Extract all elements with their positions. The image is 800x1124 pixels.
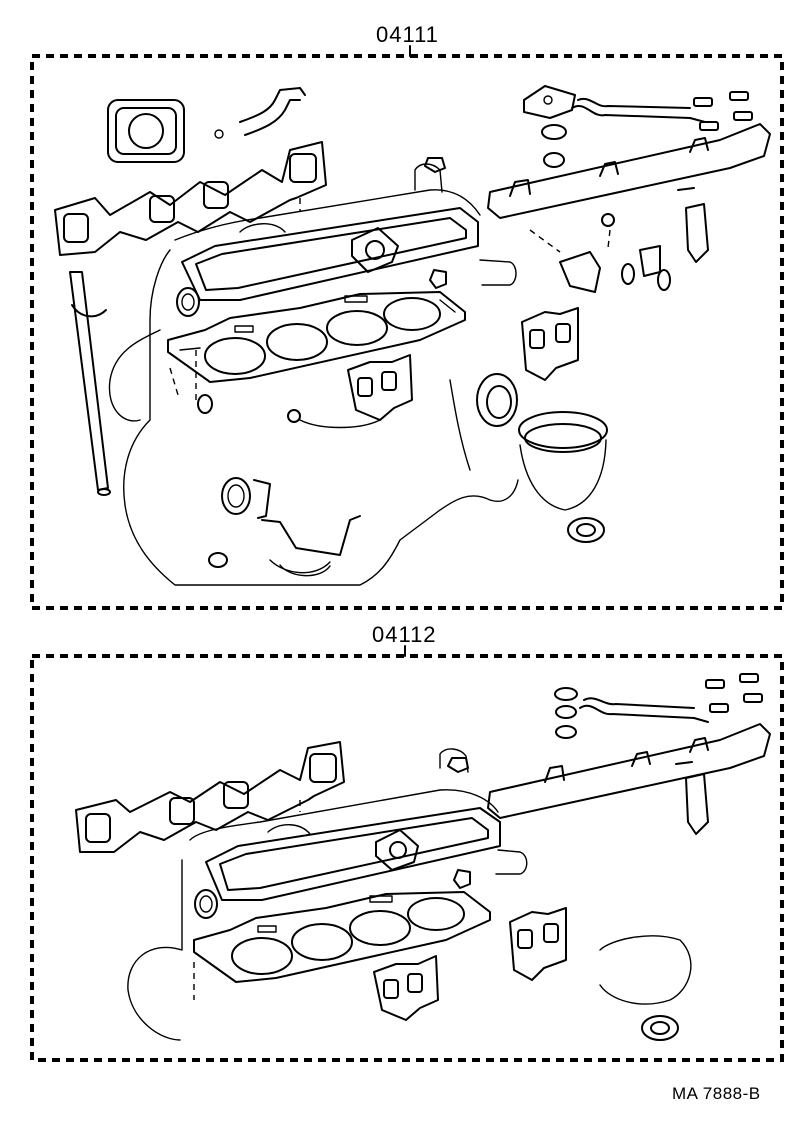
kit-label-top: 04111: [376, 22, 439, 47]
engine-block-outline-bottom: [127, 748, 692, 1041]
leader-lines-bottom: [193, 800, 301, 1000]
plate-gasket-top: [351, 227, 399, 273]
fuel-rail-top: [487, 85, 771, 219]
breather-hose-top: [214, 87, 306, 139]
exhaust-manifold-gasket-top: [54, 141, 327, 256]
kit-frame-bottom: [30, 645, 784, 1062]
kit-frame-top: [30, 45, 784, 610]
dipstick-tube-top: [69, 271, 111, 496]
valve-cover-gasket-bottom: [194, 757, 501, 919]
drawing-reference: MA 7888-B: [672, 1084, 761, 1103]
injector-seals-top: [541, 124, 709, 293]
intake-gaskets-bottom: [373, 907, 567, 1021]
oil-strainer-top: [221, 477, 361, 577]
flange-gasket-top: [107, 99, 185, 163]
kit-label-bottom: 04112: [372, 622, 437, 647]
exhaust-manifold-gasket-bottom: [75, 741, 345, 853]
oil-seals-top: [476, 373, 608, 543]
head-gasket-bottom: [193, 891, 491, 983]
small-seals-top: [197, 157, 447, 568]
intake-gaskets-top: [347, 307, 579, 421]
head-gasket-top: [167, 291, 466, 383]
fuel-rail-bottom: [487, 673, 771, 835]
oil-seal-bottom: [641, 1015, 679, 1041]
valve-cover-gasket-top: [176, 207, 479, 317]
leader-lines-top: [169, 198, 611, 405]
